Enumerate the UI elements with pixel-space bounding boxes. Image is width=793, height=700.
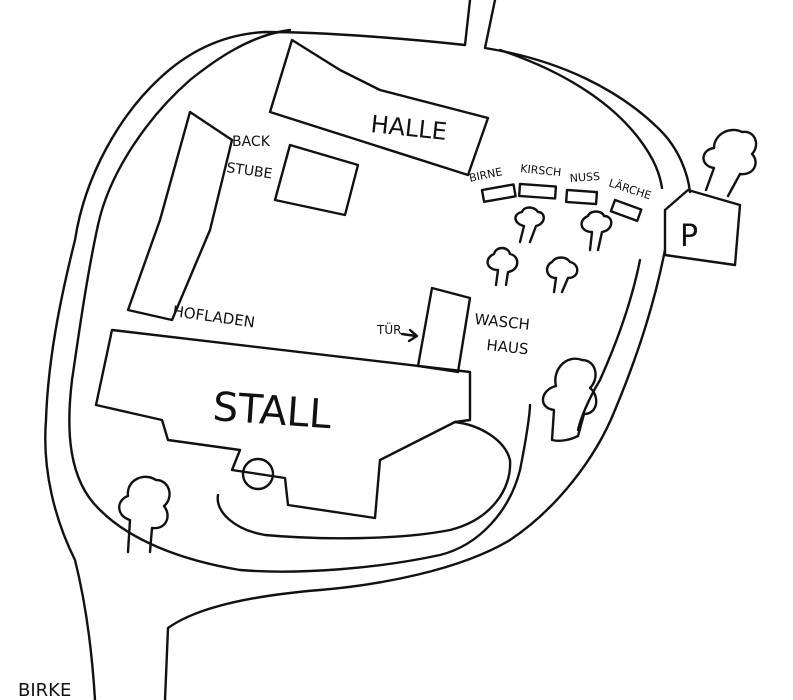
road-network (44, 0, 692, 700)
tuer-label: TÜR (376, 321, 401, 337)
tree-icon (118, 475, 171, 554)
tree-icon (580, 210, 613, 252)
kirsch-label: KIRSCH (520, 162, 562, 179)
backstube-building (273, 143, 360, 217)
parking-area: P (663, 188, 742, 267)
tree-icon (702, 128, 758, 198)
birke-label: BIRKE (18, 680, 71, 700)
road-inner-north (498, 48, 664, 190)
stall-label: STALL (211, 384, 333, 438)
road-stall-loop (216, 420, 512, 540)
tree-icon (514, 206, 545, 244)
waschhaus-building (416, 286, 472, 374)
road-outer-edge (44, 0, 472, 700)
tree-icon (545, 256, 579, 294)
kirsch-sign (517, 182, 558, 200)
trees (118, 128, 758, 554)
silo-circle (241, 457, 275, 491)
arrow-right-icon (400, 328, 419, 343)
stall-building (94, 328, 472, 520)
halle-building (268, 38, 490, 177)
parking-sign-icon: P (680, 219, 698, 254)
nuss-sign (564, 188, 599, 206)
road-inner-east (576, 258, 642, 432)
tree-signs: BIRNE KIRSCH NUSS LÄRCHE (468, 162, 653, 223)
waschhaus-label-line2: HAUS (486, 336, 530, 358)
backstube-label-line1: BACK (232, 134, 271, 150)
laerche-label: LÄRCHE (607, 176, 653, 202)
birne-sign (480, 183, 517, 204)
buildings: HALLE BACK STUBE HOFLADEN STALL WASCH HA… (94, 38, 531, 520)
parking-lot-outline (663, 188, 742, 267)
road-north-stub (483, 0, 692, 194)
road-inner-edge (68, 28, 532, 573)
backstube-label-line2: STUBE (225, 160, 273, 182)
tree-icon (541, 357, 598, 442)
hofladen-label: HOFLADEN (171, 302, 256, 331)
laerche-sign (609, 198, 643, 223)
birne-label: BIRNE (468, 165, 504, 185)
tree-icon (486, 246, 519, 287)
hofladen-building (126, 110, 234, 322)
nuss-label: NUSS (569, 170, 600, 185)
waschhaus-label-line1: WASCH (474, 310, 531, 334)
halle-label: HALLE (369, 110, 448, 146)
road-east-edge (163, 248, 667, 700)
